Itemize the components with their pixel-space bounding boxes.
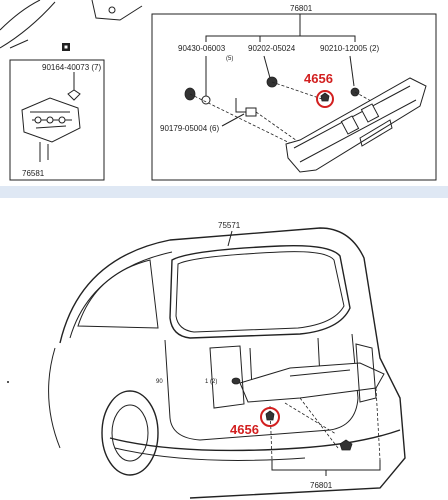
screw-shaft [235, 98, 246, 113]
garnish-76801-rear [239, 362, 385, 403]
rear-window-inner [175, 251, 345, 333]
clip-4656-icon [320, 92, 330, 102]
assembly-line-1 [189, 93, 301, 149]
body-hole [108, 6, 116, 14]
label-90164: 90164-40073 (7) [42, 63, 101, 72]
dash-line-2 [284, 402, 337, 435]
right-taillight [355, 343, 377, 403]
mark-90: 90 [156, 379, 163, 385]
callout-4656-top: 4656 [304, 71, 333, 86]
clip-4656-rear-icon [265, 410, 275, 421]
body-outline-fragment [91, 0, 143, 21]
part-76581-hole-3 [58, 116, 66, 124]
label-90430-qty: (5) [226, 56, 233, 62]
callout-4656-bottom: 4656 [230, 422, 259, 437]
callout-ring-top [316, 90, 334, 108]
bottom-diagram-svg: 75571 90 1 (2) 4656 76801 [7, 221, 406, 499]
top-diagram-panel: 90164-40073 (7) 76581 76801 90430-06003 … [0, 0, 448, 186]
leader-90179 [221, 113, 245, 127]
body-edge [9, 39, 29, 49]
label-90202: 90202-05024 [248, 44, 296, 53]
washer-icon [201, 95, 211, 105]
rear-bumper [109, 429, 401, 452]
clip-90164-icon [67, 89, 81, 101]
part-76581-hole-1 [34, 116, 42, 124]
hatch-lid [164, 333, 359, 441]
marker-square-inner [64, 45, 68, 49]
label-75571: 75571 [218, 221, 241, 230]
leader-bracket-76801-bottom [271, 460, 381, 471]
rear-window-75571 [169, 245, 351, 339]
leader-90202 [263, 55, 271, 79]
left-detail-box [9, 59, 105, 181]
part-76581-tab [39, 142, 49, 162]
dash-line-3 [375, 387, 381, 461]
body-outline-arc [0, 0, 41, 31]
label-76801-bottom: 76801 [310, 481, 333, 490]
fastener-icon [231, 377, 241, 385]
callout-ring-bottom [260, 407, 280, 427]
rear-wheel [101, 390, 159, 476]
top-diagram-svg: 90164-40073 (7) 76581 76801 90430-06003 … [0, 0, 437, 181]
leader-75571 [227, 230, 233, 247]
garnish-handle-recess [359, 119, 393, 147]
dash-line-1 [269, 405, 273, 461]
bolt-icon [339, 439, 353, 451]
side-line [48, 347, 61, 449]
label-90210: 90210-12005 (2) [320, 44, 379, 53]
garnish-light-left [340, 115, 360, 135]
garnish-light-right [360, 103, 380, 123]
mark-12: 1 (2) [205, 379, 217, 385]
roof-line [69, 251, 173, 339]
label-76581: 76581 [22, 169, 45, 178]
panel-separator [0, 186, 448, 198]
label-76801-top: 76801 [290, 4, 313, 13]
garnish-handle [289, 369, 351, 377]
leader-90210 [349, 55, 355, 87]
label-90430: 90430-06003 [178, 44, 226, 53]
car-body-outline [59, 227, 406, 499]
dot-mark [7, 381, 9, 383]
label-90179: 90179-05004 (6) [160, 124, 219, 133]
side-window [77, 259, 159, 329]
dash-line-4 [299, 397, 339, 449]
bumper-lower [114, 447, 306, 461]
rear-wheel-rim [111, 404, 149, 462]
bottom-diagram-panel: 75571 90 1 (2) 4656 76801 [0, 198, 448, 500]
left-taillight [209, 345, 245, 409]
leader-bracket-76801 [205, 14, 356, 42]
screw-90179-icon [245, 107, 257, 117]
part-76581-hole-2 [46, 116, 54, 124]
assembly-line-3 [271, 81, 326, 101]
right-detail-box [151, 13, 437, 181]
body-outline-arc-2 [0, 1, 56, 49]
